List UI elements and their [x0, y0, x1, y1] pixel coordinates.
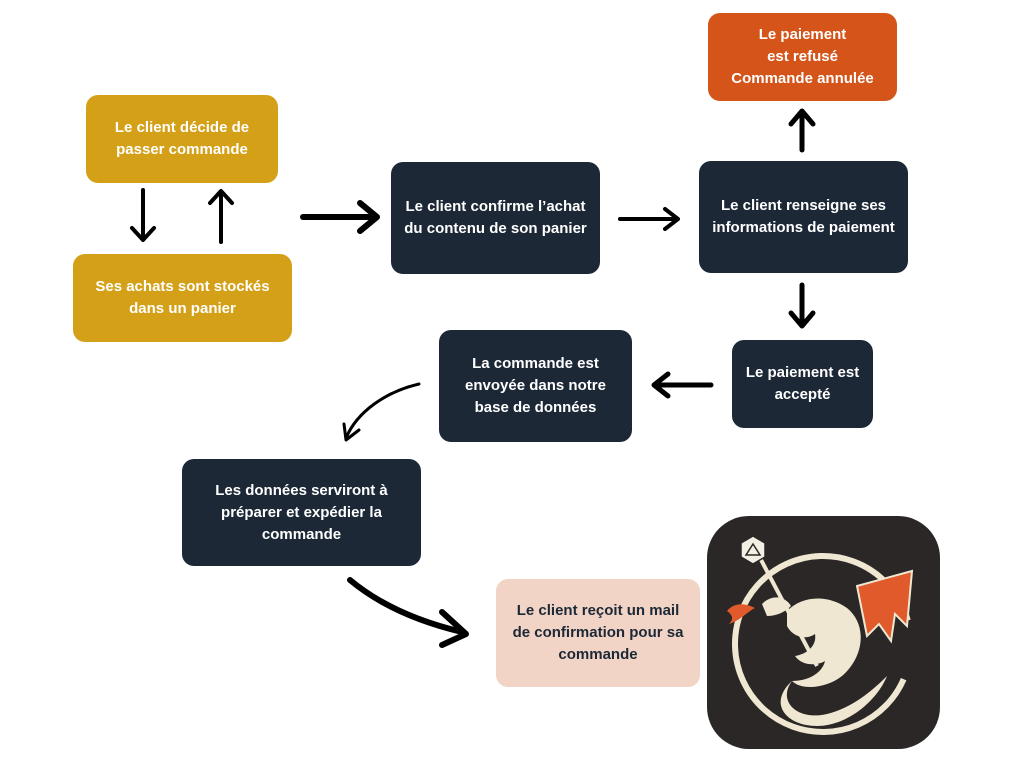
- arrow-to-confirm: [300, 200, 380, 234]
- step-decide-label: Le client décide de passer commande: [114, 119, 250, 158]
- step-cart-box: Ses achats sont stockés dans un panier: [73, 254, 292, 342]
- step-confirm-box: Le client confirme l’achat du contenu de…: [391, 162, 600, 274]
- step-payment-info-box: Le client renseigne ses informations de …: [699, 161, 908, 273]
- step-cart-label: Ses achats sont stockés dans un panier: [95, 278, 270, 317]
- step-mail-box: Le client reçoit un mail de confirmation…: [496, 579, 700, 687]
- dragon-d20-logo-icon: [707, 516, 940, 749]
- arrow-database-to-prepare: [342, 382, 421, 442]
- step-refused-label: Le paiement est refusé Commande annulée: [731, 26, 874, 87]
- step-prepare-label: Les données serviront à préparer et expé…: [215, 481, 388, 543]
- arrow-cart-to-decide: [208, 189, 234, 244]
- step-accepted-label: Le paiement est accepté: [745, 364, 860, 403]
- arrow-payment-to-accepted: [788, 282, 816, 329]
- step-database-label: La commande est envoyée dans notre base …: [465, 355, 606, 416]
- step-accepted-box: Le paiement est accepté: [732, 340, 873, 428]
- arrow-confirm-to-payment: [618, 207, 680, 231]
- step-mail-label: Le client reçoit un mail de confirmation…: [512, 602, 684, 663]
- step-prepare-box: Les données serviront à préparer et expé…: [182, 459, 421, 566]
- step-decide-box: Le client décide de passer commande: [86, 95, 278, 183]
- step-payment-info-label: Le client renseigne ses informations de …: [712, 197, 895, 236]
- arrow-decide-to-cart: [130, 188, 156, 242]
- arrow-prepare-to-mail: [347, 577, 469, 648]
- step-confirm-label: Le client confirme l’achat du contenu de…: [404, 198, 587, 237]
- arrow-accepted-to-database: [651, 371, 714, 399]
- step-database-box: La commande est envoyée dans notre base …: [439, 330, 632, 442]
- step-refused-box: Le paiement est refusé Commande annulée: [708, 13, 897, 101]
- arrow-payment-to-refused: [788, 108, 816, 153]
